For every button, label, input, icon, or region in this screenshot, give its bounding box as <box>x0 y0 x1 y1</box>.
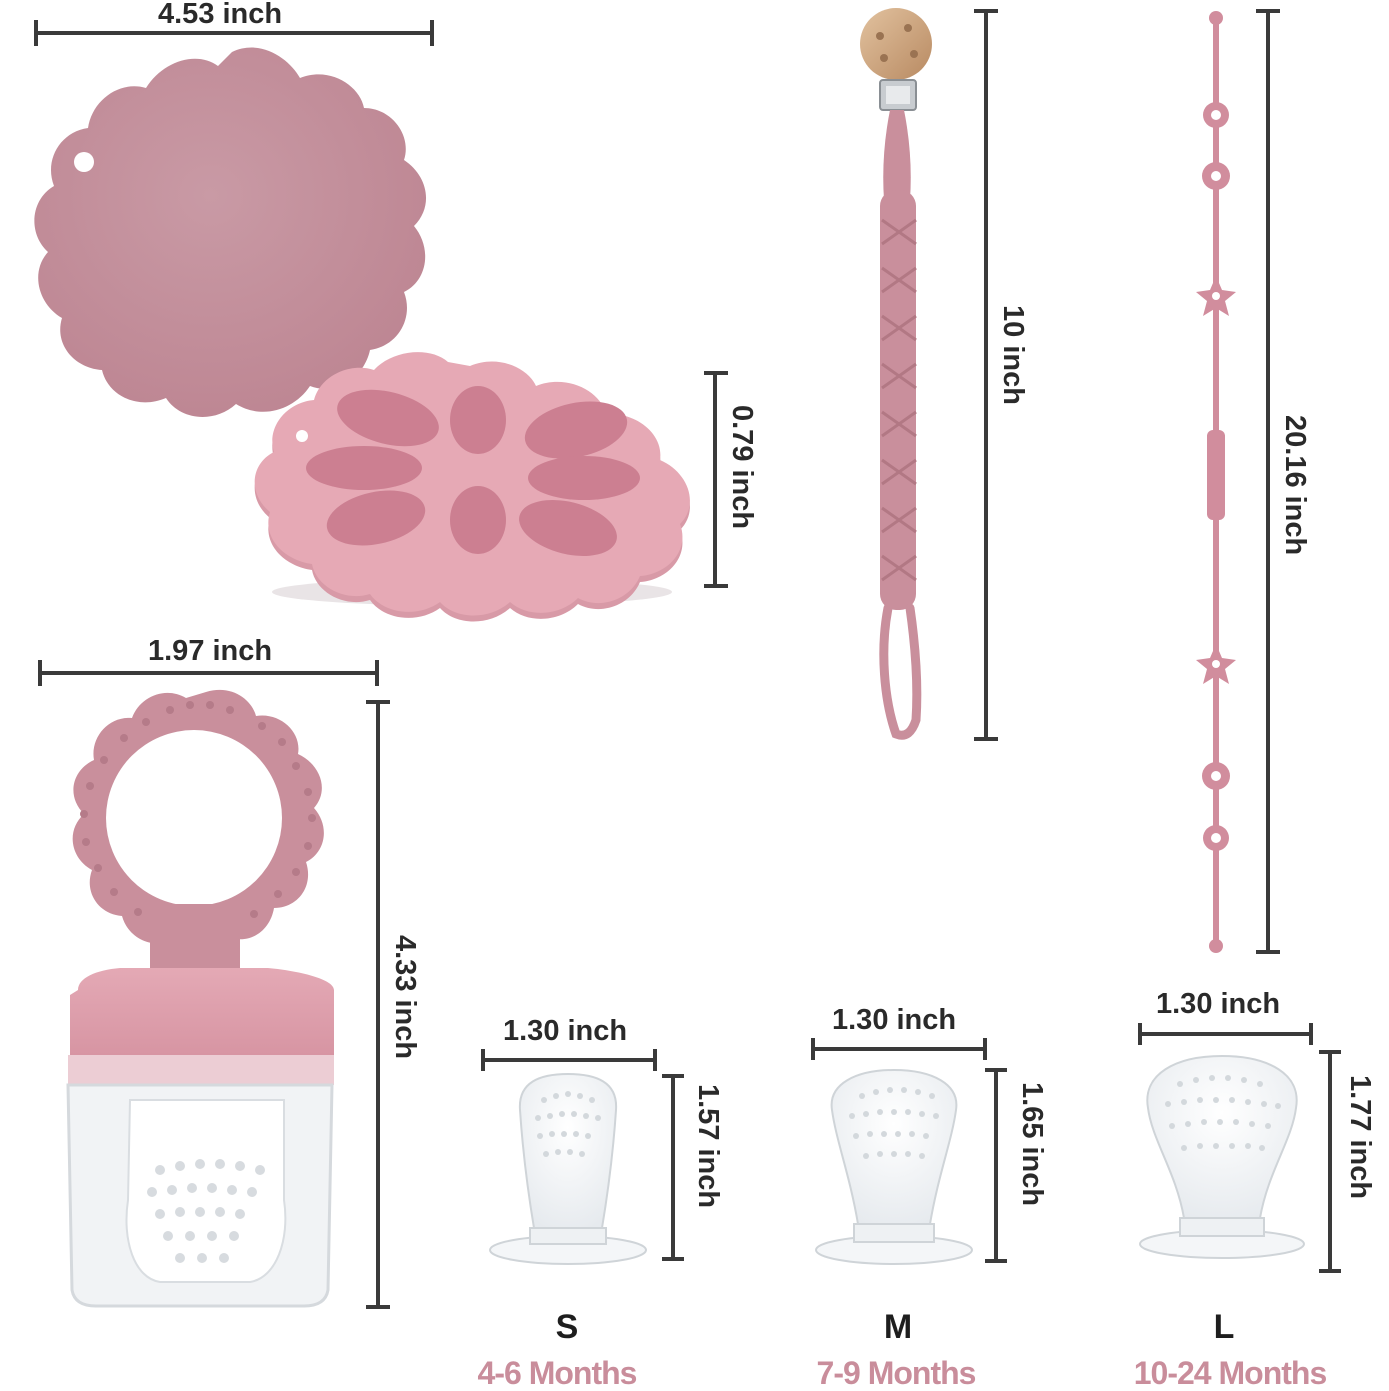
pacifier-clip-length-label: 10 inch <box>997 305 1029 405</box>
fresh-food-feeder-icon <box>66 689 334 1308</box>
dimension-lines <box>34 9 1341 1309</box>
freezer-tray-lid-icon <box>34 47 427 417</box>
nipple-large-size-label: L <box>1213 1308 1235 1346</box>
nipple-small-icon <box>489 1072 647 1265</box>
pacifier-clip-icon <box>860 8 932 740</box>
freezer-tray-icon <box>254 352 690 622</box>
toy-strap-length-label: 20.16 inch <box>1279 415 1311 556</box>
feeder-height-label: 4.33 inch <box>389 935 421 1060</box>
nipple-large-width-label: 1.30 inch <box>1156 988 1281 1020</box>
nipple-medium-age-label: 7-9 Months <box>816 1355 977 1391</box>
nipple-medium-icon <box>815 1068 973 1265</box>
nipple-large-icon <box>1139 1054 1305 1259</box>
tray-width-label: 4.53 inch <box>158 0 283 30</box>
nipple-medium-width-label: 1.30 inch <box>832 1004 957 1036</box>
nipple-medium-size-label: M <box>883 1308 913 1346</box>
feeder-width-label: 1.97 inch <box>148 635 273 667</box>
nipple-small-width-label: 1.30 inch <box>503 1015 628 1047</box>
nipple-medium-height-label: 1.65 inch <box>1016 1082 1048 1207</box>
nipple-small-height-label: 1.57 inch <box>692 1084 724 1209</box>
nipple-small-age-label: 4-6 Months <box>477 1355 638 1391</box>
tray-height-label: 0.79 inch <box>726 405 758 530</box>
nipple-large-height-label: 1.77 inch <box>1344 1075 1376 1200</box>
nipple-small-size-label: S <box>555 1308 579 1346</box>
nipple-large-age-label: 10-24 Months <box>1133 1355 1327 1391</box>
toy-strap-icon <box>1196 11 1236 953</box>
